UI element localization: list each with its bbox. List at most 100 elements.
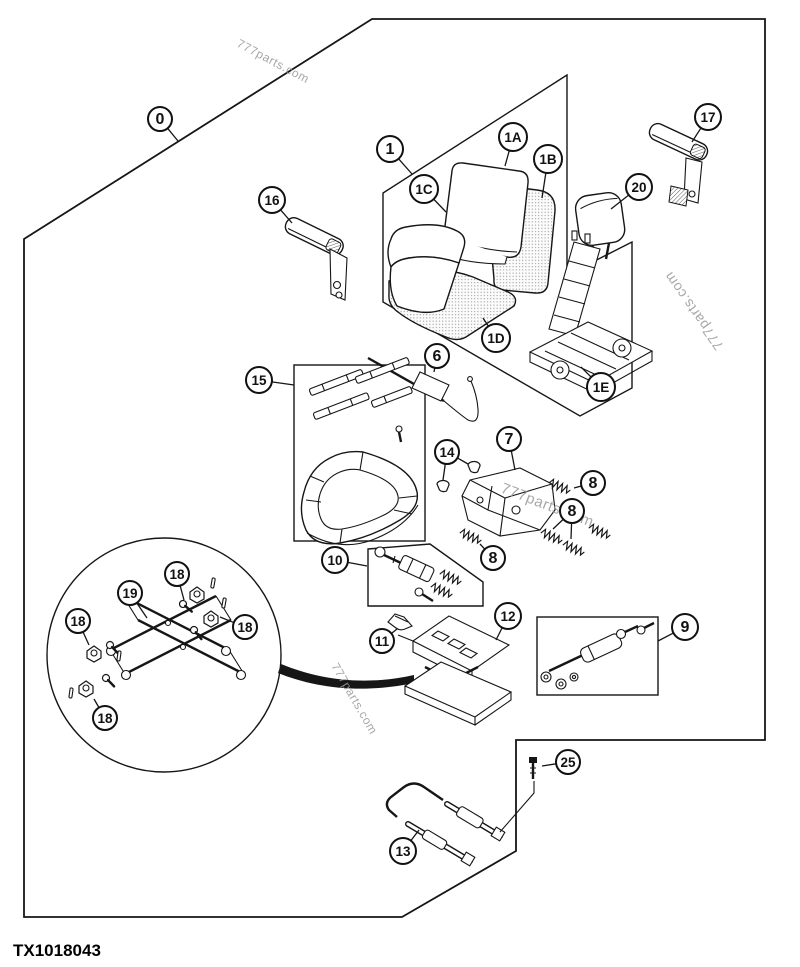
armrest-right <box>648 122 709 207</box>
callout-18[interactable]: 18 <box>219 614 258 640</box>
callout-number: 17 <box>700 110 715 125</box>
callout-number: 8 <box>589 475 598 492</box>
callout-circle[interactable] <box>389 837 417 865</box>
callout-8[interactable]: 8 <box>573 470 606 496</box>
callout-leader <box>479 543 486 550</box>
callout-number: 9 <box>681 619 690 636</box>
part15-box <box>293 364 426 542</box>
callout-circle[interactable] <box>533 144 563 174</box>
callout-circle[interactable] <box>586 372 616 402</box>
slide-rails <box>308 357 413 443</box>
callout-circle[interactable] <box>694 103 722 131</box>
callout-leader <box>136 602 148 619</box>
callout-circle[interactable] <box>496 426 522 452</box>
callout-number: 1A <box>504 130 522 145</box>
callout-circle[interactable] <box>321 546 349 574</box>
callout-circle[interactable] <box>258 186 286 214</box>
callout-17[interactable]: 17 <box>691 103 722 143</box>
callout-circle[interactable] <box>671 613 699 641</box>
callout-circle[interactable] <box>117 580 143 606</box>
callout-8[interactable]: 8 <box>552 498 585 540</box>
callout-circle[interactable] <box>625 173 653 201</box>
callout-1E[interactable]: 1E <box>580 366 616 402</box>
armrest-left <box>284 217 348 301</box>
callout-leader <box>271 381 295 386</box>
callout-circle[interactable] <box>555 749 581 775</box>
callout-leader <box>510 450 516 471</box>
callout-circle[interactable] <box>498 122 528 152</box>
callout-number: 14 <box>439 445 455 460</box>
callout-7[interactable]: 7 <box>496 426 522 471</box>
callout-leader <box>457 457 469 465</box>
suspension-assembly <box>397 615 513 726</box>
callout-circle[interactable] <box>480 545 506 571</box>
callout-leader <box>482 317 489 327</box>
callout-circle[interactable] <box>424 343 450 369</box>
callout-13[interactable]: 13 <box>389 829 420 865</box>
callout-leader <box>504 150 510 167</box>
callout-9[interactable]: 9 <box>657 613 699 642</box>
callout-number: 7 <box>505 431 514 448</box>
callout-circle[interactable] <box>369 628 395 654</box>
callout-circle[interactable] <box>164 561 190 587</box>
callout-18[interactable]: 18 <box>92 698 118 731</box>
callout-25[interactable]: 25 <box>541 749 581 775</box>
callout-number: 6 <box>433 348 442 365</box>
callout-circle[interactable] <box>409 174 439 204</box>
callout-number: 13 <box>395 844 411 859</box>
callout-circle[interactable] <box>434 439 460 465</box>
callout-19[interactable]: 19 <box>117 580 148 619</box>
callout-number: 1B <box>539 152 557 167</box>
callout-16[interactable]: 16 <box>258 186 293 224</box>
lever-assembly <box>385 782 506 867</box>
callout-number: 12 <box>500 609 515 624</box>
callout-1D[interactable]: 1D <box>481 317 511 353</box>
callout-circle[interactable] <box>376 135 404 163</box>
callout-circle[interactable] <box>65 608 91 634</box>
watermark-text: 777parts.com <box>235 36 312 86</box>
callout-leader <box>541 172 547 199</box>
callout-1A[interactable]: 1A <box>498 122 528 167</box>
callout-1B[interactable]: 1B <box>533 144 563 199</box>
callout-circle[interactable] <box>147 106 173 132</box>
callout-leader <box>433 198 447 213</box>
callout-number: 18 <box>70 614 86 629</box>
callout-11[interactable]: 11 <box>369 628 398 654</box>
callout-number: 15 <box>251 373 267 388</box>
callout-0[interactable]: 0 <box>147 106 179 142</box>
callout-12[interactable]: 12 <box>494 602 522 641</box>
callout-10[interactable]: 10 <box>321 546 368 574</box>
callout-leader <box>657 632 674 642</box>
callout-18[interactable]: 18 <box>65 608 91 646</box>
callout-leader <box>495 627 503 641</box>
callout-number: 11 <box>375 634 390 649</box>
callout-8[interactable]: 8 <box>479 543 506 571</box>
callout-circle[interactable] <box>494 602 522 630</box>
callout-leader <box>442 463 446 481</box>
callout-6[interactable]: 6 <box>424 343 450 373</box>
callout-14[interactable]: 14 <box>434 439 469 481</box>
callout-number: 1E <box>593 380 610 395</box>
callout-18[interactable]: 18 <box>164 561 190 601</box>
callout-number: 25 <box>560 755 576 770</box>
callout-leader <box>691 127 702 143</box>
callout-circle[interactable] <box>559 498 585 524</box>
callout-circle[interactable] <box>245 366 273 394</box>
callout-circle[interactable] <box>481 323 511 353</box>
callout-20[interactable]: 20 <box>610 173 653 210</box>
callout-leader <box>347 561 368 567</box>
watermark-text: 777parts.com <box>328 661 380 737</box>
callout-number: 1C <box>415 182 433 197</box>
callout-1C[interactable]: 1C <box>409 174 447 213</box>
callout-number: 18 <box>97 711 113 726</box>
callout-leader <box>610 194 630 210</box>
callout-circle[interactable] <box>580 470 606 496</box>
callout-1[interactable]: 1 <box>376 135 413 175</box>
callout-number: 18 <box>169 567 185 582</box>
callout-circle[interactable] <box>232 614 258 640</box>
callout-circle[interactable] <box>92 705 118 731</box>
callout-leader <box>219 616 235 624</box>
callout-15[interactable]: 15 <box>245 366 295 394</box>
callout-leader <box>410 829 420 842</box>
